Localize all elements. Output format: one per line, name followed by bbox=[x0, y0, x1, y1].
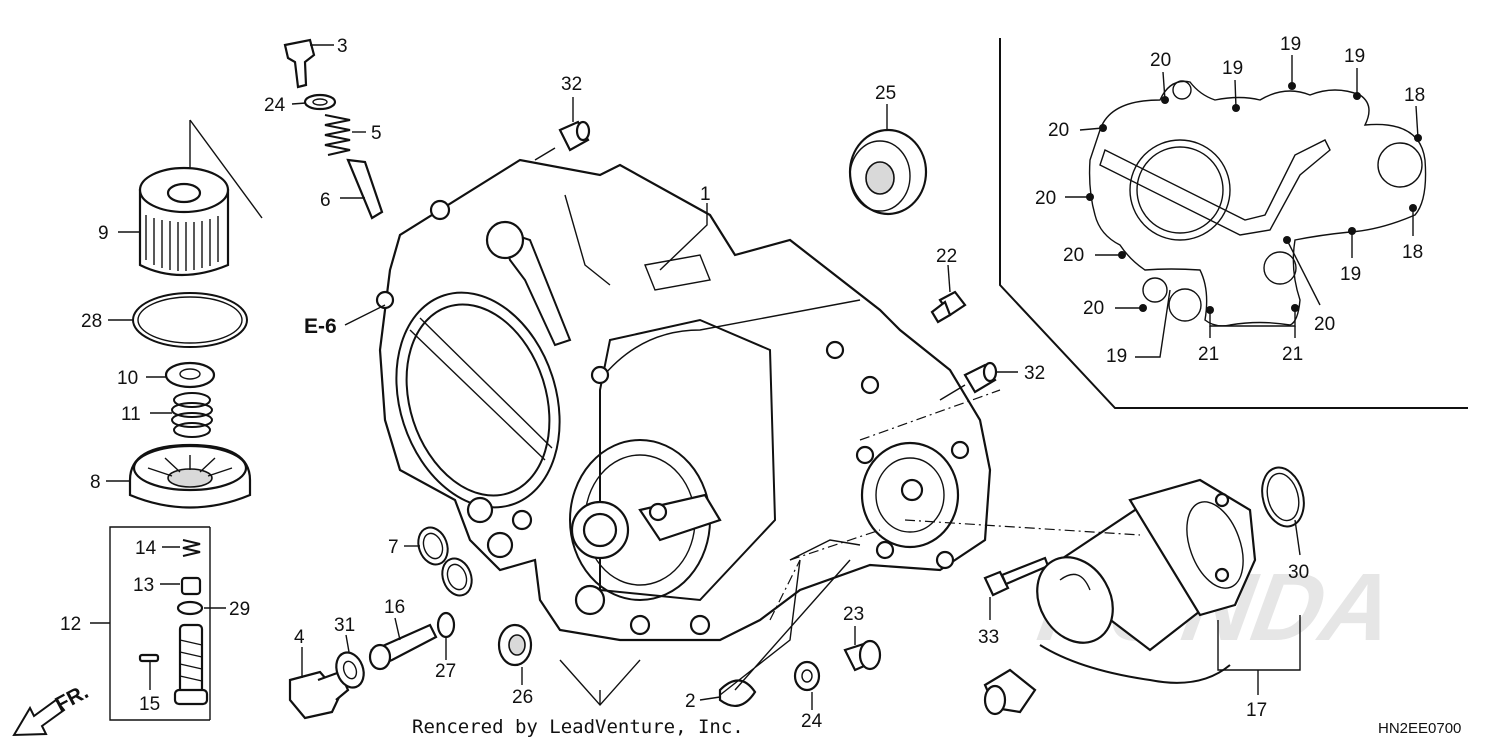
part-3-bolt bbox=[283, 38, 334, 89]
part-10-seal bbox=[146, 361, 216, 389]
callout-19d: 19 bbox=[1340, 264, 1361, 285]
callout-21b: 21 bbox=[1282, 344, 1303, 365]
callout-17: 17 bbox=[1246, 700, 1267, 721]
part-24-washer-top bbox=[291, 93, 337, 111]
part-25-bearing bbox=[848, 104, 928, 216]
callout-32a: 32 bbox=[561, 74, 582, 95]
callout-20c: 20 bbox=[1035, 188, 1056, 209]
callout-19b: 19 bbox=[1280, 34, 1301, 55]
front-direction-arrow: FR. bbox=[12, 680, 92, 737]
callout-19a: 19 bbox=[1222, 58, 1243, 79]
part-29-ring bbox=[176, 600, 226, 616]
part-30-o-ring bbox=[1261, 466, 1305, 556]
callout-32b: 32 bbox=[1024, 363, 1045, 384]
callout-9: 9 bbox=[98, 223, 109, 244]
callout-20f: 20 bbox=[1314, 314, 1335, 335]
part-26-bearing bbox=[497, 623, 533, 685]
callout-24a: 24 bbox=[264, 95, 286, 116]
callout-15: 15 bbox=[139, 694, 160, 715]
callout-21a: 21 bbox=[1198, 344, 1219, 365]
part-11-spring bbox=[150, 392, 213, 438]
callout-5: 5 bbox=[371, 123, 382, 144]
credit-text: Rencered by LeadVenture, Inc. bbox=[412, 716, 744, 738]
callout-23: 23 bbox=[843, 604, 864, 625]
callout-3: 3 bbox=[337, 36, 348, 57]
callout-13: 13 bbox=[133, 575, 154, 596]
callout-31: 31 bbox=[334, 615, 355, 636]
gasket-inset-frame bbox=[999, 38, 1468, 409]
part-9-oil-filter bbox=[118, 119, 263, 277]
part-23-bolt bbox=[843, 626, 882, 672]
callout-19e: 19 bbox=[1106, 346, 1127, 367]
gasket-leaders bbox=[1065, 55, 1419, 358]
callout-20b: 20 bbox=[1048, 120, 1069, 141]
callout-27: 27 bbox=[435, 661, 456, 682]
part-32-dowel-top bbox=[534, 97, 591, 161]
callout-12: 12 bbox=[60, 614, 81, 635]
callout-6: 6 bbox=[320, 190, 331, 211]
reference-lines bbox=[769, 389, 1141, 621]
callout-18b: 18 bbox=[1402, 242, 1423, 263]
part-12-relief-valve-assembly bbox=[90, 526, 226, 721]
part-28-o-ring bbox=[108, 292, 248, 348]
case-leaders bbox=[344, 203, 708, 707]
right-crankcase-cover-gasket bbox=[1086, 80, 1427, 327]
callout-26: 26 bbox=[512, 687, 533, 708]
part-31-washer bbox=[335, 634, 365, 689]
callout-25: 25 bbox=[875, 83, 896, 104]
diagram-code: HN2EE0700 bbox=[1378, 720, 1461, 737]
part-16-bolt bbox=[368, 617, 438, 671]
part-6-pin bbox=[340, 158, 384, 220]
callout-30: 30 bbox=[1288, 562, 1309, 583]
callout-20e: 20 bbox=[1083, 298, 1104, 319]
callout-29: 29 bbox=[229, 599, 250, 620]
callout-24b: 24 bbox=[801, 711, 823, 732]
callout-19c: 19 bbox=[1344, 46, 1365, 67]
part-13-piston bbox=[160, 576, 202, 596]
part-24-washer-bottom bbox=[793, 660, 821, 710]
callout-18a: 18 bbox=[1404, 85, 1425, 106]
callout-labels: 1 2 3 4 5 6 7 8 9 10 11 12 13 14 15 16 1… bbox=[60, 34, 1425, 732]
part-27-washer bbox=[436, 611, 456, 660]
part-17-starter-motor bbox=[983, 478, 1301, 716]
part-15-pin bbox=[138, 653, 160, 690]
callout-8: 8 bbox=[90, 472, 101, 493]
e6-reference-label: E-6 bbox=[304, 315, 337, 338]
callout-14: 14 bbox=[135, 538, 157, 559]
callout-16: 16 bbox=[384, 597, 405, 618]
callout-4: 4 bbox=[294, 627, 305, 648]
part-5-spring bbox=[324, 114, 366, 156]
callout-1: 1 bbox=[700, 184, 711, 205]
callout-2: 2 bbox=[685, 691, 696, 712]
callout-28: 28 bbox=[81, 311, 102, 332]
part-14-spring bbox=[162, 539, 201, 557]
callout-11: 11 bbox=[121, 404, 141, 425]
callout-33: 33 bbox=[978, 627, 999, 648]
callout-10: 10 bbox=[117, 368, 138, 389]
callout-7: 7 bbox=[388, 537, 399, 558]
callout-20d: 20 bbox=[1063, 245, 1084, 266]
part-22-bolt bbox=[930, 264, 967, 324]
part-2-clip bbox=[699, 559, 851, 708]
right-crankcase-cover bbox=[375, 158, 992, 642]
callout-22: 22 bbox=[936, 246, 957, 267]
part-8-filter-cover bbox=[106, 443, 252, 509]
part-7-o-rings bbox=[404, 526, 473, 597]
part-32-dowel-right bbox=[939, 361, 1018, 401]
e6-reference: E-6 bbox=[304, 315, 337, 338]
callout-20a: 20 bbox=[1150, 50, 1171, 71]
